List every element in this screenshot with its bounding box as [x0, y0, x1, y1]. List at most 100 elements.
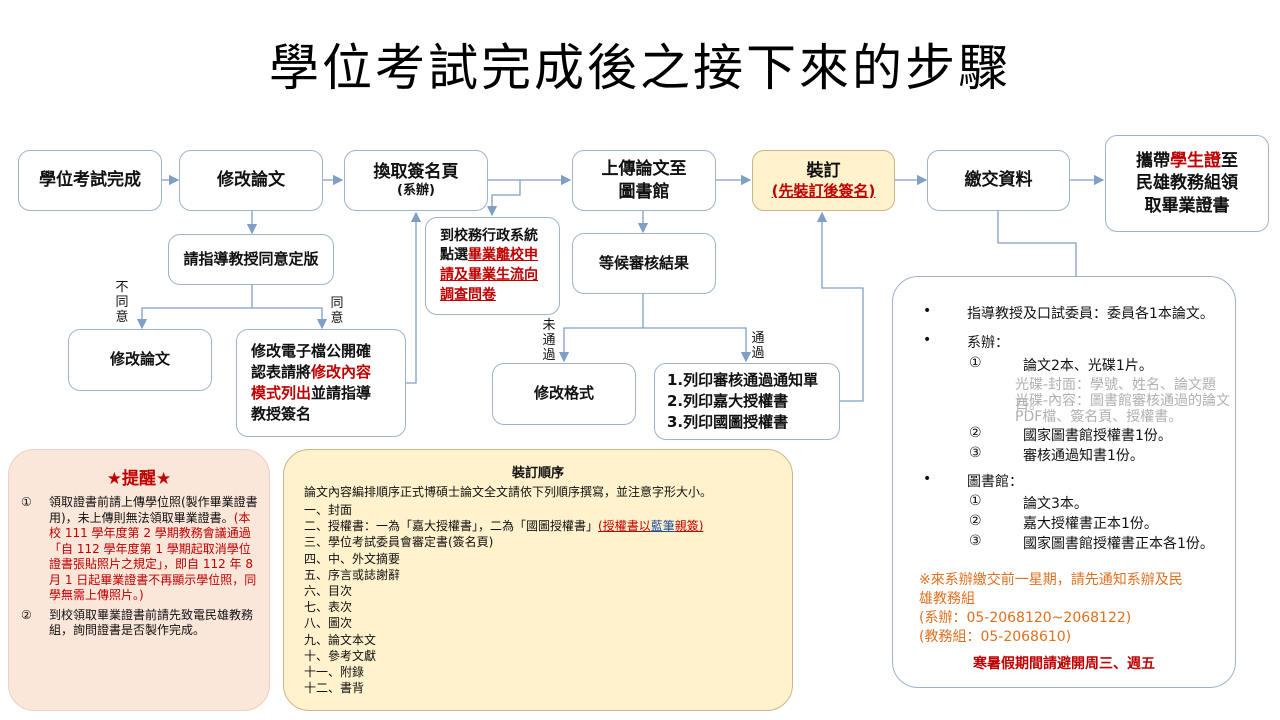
edit-form-line2-a: 認表請將	[251, 363, 312, 381]
step-upload-library: 上傳論文至 圖書館	[572, 150, 716, 211]
step-revise-thesis-again: 修改論文	[68, 329, 212, 391]
binding-item: 六、目次	[304, 584, 353, 599]
label-disagree: 不同意	[115, 280, 129, 325]
admin-line2-b: 畢業離校申	[468, 247, 538, 264]
edit-form-line4: 教授簽名	[251, 405, 312, 423]
step-revise-thesis-label: 修改論文	[217, 170, 285, 191]
reminder-item: ① 領取證書前請上傳學位照(製作畢業證書用)，未上傳則無法領取畢業證書。(本校 …	[21, 495, 259, 604]
binding-item: 五、序言或誌謝辭	[304, 567, 401, 582]
notice-academic-phone: (教務組：05-2068610)	[919, 629, 1072, 645]
binding-item-2-note-end: 親簽)	[674, 519, 704, 534]
step-binding: 裝訂 (先裝訂後簽名)	[752, 150, 895, 211]
step-binding-note: (先裝訂後簽名)	[771, 181, 876, 200]
step-exam-complete: 學位考試完成	[18, 150, 162, 211]
edit-form-line3-b: 並請指導	[311, 384, 372, 402]
library-item-1-number: ①	[969, 493, 982, 509]
admin-line2-a: 點選	[440, 247, 468, 264]
step-swap-signature-page: 換取簽名頁 (系辦)	[344, 150, 488, 211]
bullet-icon: •	[923, 303, 932, 319]
summer-notice: 寒暑假期間請避開周三、週五	[973, 656, 1155, 672]
admin-line1: 到校務行政系統	[440, 227, 538, 244]
submission-panel: • 指導教授及口試委員：委員各1本論文。 • 系辦： ① 論文2本、光碟1片。 …	[892, 276, 1236, 688]
office-item-2: 國家圖書館授權書1份。	[1023, 428, 1172, 444]
reminder-panel: ★提醒★ ① 領取證書前請上傳學位照(製作畢業證書用)，未上傳則無法領取畢業證書…	[8, 449, 270, 711]
admin-line4: 調查問卷	[440, 286, 496, 303]
step-revise-again-label: 修改論文	[109, 350, 170, 369]
step-fix-format-label: 修改格式	[533, 384, 594, 403]
reminder-item-1-main: 領取證書前請上傳學位照(製作畢業證書用)，未上傳則無法領取畢業證書。	[49, 495, 258, 525]
binding-item-2-note: (授權書以	[598, 519, 651, 534]
binding-order-intro: 論文內容編排順序正式博碩士論文全文請依下列順序撰寫，並注意字形大小。	[304, 485, 713, 499]
label-not-passed: 未通過	[542, 318, 556, 363]
binding-order-list: 一、封面 二、授權書：一為「嘉大授權書」，二為「國圖授權書」(授權書以藍筆親簽)…	[304, 502, 792, 696]
submission-advisor: 指導教授及口試委員：委員各1本論文。	[967, 306, 1214, 322]
edit-form-line2-b: 修改內容	[311, 363, 372, 381]
step-upload-line2: 圖書館	[618, 181, 670, 202]
step-binding-label: 裝訂	[806, 160, 841, 181]
collect-line1-c: 至	[1221, 151, 1238, 172]
edit-form-line3-a: 模式列出	[251, 384, 312, 402]
office-item-3: 審核通過知書1份。	[1023, 448, 1144, 464]
binding-item: 四、中、外文摘要	[304, 551, 401, 566]
step-exam-complete-label: 學位考試完成	[39, 170, 141, 191]
step-print-documents: 1.列印審核通過通知單 2.列印嘉大授權書 3.列印國圖授權書	[654, 363, 840, 440]
step-submit-documents: 繳交資料	[927, 150, 1070, 211]
library-item-2-number: ②	[969, 513, 982, 529]
bullet-icon: •	[923, 332, 932, 348]
step-edit-e-thesis-form: 修改電子檔公開確 認表請將修改內容 模式列出並請指導 教授簽名	[236, 329, 406, 437]
office-item-1: 論文2本、光碟1片。	[1023, 358, 1153, 374]
notice-office-phone: (系辦：05-2068120~2068122)	[919, 610, 1132, 626]
reminder-item-2-text: 到校領取畢業證書前請先致電民雄教務組，詢問證書是否製作完成。	[49, 607, 254, 638]
reminder-item-1-text: 領取證書前請上傳學位照(製作畢業證書用)，未上傳則無法領取畢業證書。(本校 11…	[49, 495, 259, 604]
binding-item: 三、學位考試委員會審定書(簽名頁)	[304, 535, 494, 550]
step-admin-system-survey: 到校務行政系統 點選畢業離校申 請及畢業生流向 調查問卷	[425, 217, 560, 315]
reminder-list: ① 領取證書前請上傳學位照(製作畢業證書用)，未上傳則無法領取畢業證書。(本校 …	[9, 495, 269, 639]
reminder-item-2-number: ②	[21, 607, 32, 622]
label-agree: 同意	[330, 296, 344, 326]
blue-pen-text: 藍筆	[650, 519, 675, 534]
submission-office-heading: 系辦：	[967, 335, 1009, 351]
student-id-card-text: 學生證	[1170, 151, 1221, 172]
step-swap-signature-sub: (系辦)	[397, 183, 435, 199]
office-item-3-number: ③	[969, 445, 982, 461]
reminder-item-1-red: (本校 111 學年度第 2 學期教務會議通過「自 112 學年度第 1 學期起…	[49, 510, 257, 603]
library-item-3: 國家圖書館授權書正本各1份。	[1023, 536, 1214, 552]
step-collect-diploma: 攜帶學生證至 民雄教務組領 取畢業證書	[1105, 135, 1269, 232]
binding-order-panel: 裝訂順序 論文內容編排順序正式博碩士論文全文請依下列順序撰寫，並注意字形大小。 …	[283, 449, 793, 711]
page-title: 學位考試完成後之接下來的步驟	[269, 39, 1011, 97]
print-item-3: 3.列印國圖授權書	[667, 413, 789, 431]
disc-note-1: 光碟-封面：學號、姓名、論文題目。	[1015, 377, 1217, 413]
notice-line-1: ※來系辦繳交前一星期，請先通知系辦及民	[919, 572, 1183, 588]
step-revise-thesis: 修改論文	[179, 150, 323, 211]
binding-item: 十二、書背	[304, 681, 365, 696]
collect-line1-a: 攜帶	[1136, 151, 1170, 172]
binding-item: 八、圖次	[304, 616, 353, 631]
binding-item: 十、參考文獻	[304, 648, 377, 663]
submission-library-heading: 圖書館：	[967, 474, 1023, 490]
print-item-1: 1.列印審核通過通知單	[667, 371, 819, 389]
reminder-item-1-number: ①	[21, 495, 32, 509]
edit-form-line1: 修改電子檔公開確	[251, 342, 372, 360]
step-advisor-label: 請指導教授同意定版	[183, 249, 319, 268]
step-collect-line3: 取畢業證書	[1144, 195, 1230, 216]
reminder-heading: ★提醒★	[106, 469, 172, 489]
office-item-2-number: ②	[969, 425, 982, 441]
library-item-1: 論文3本。	[1023, 496, 1088, 512]
step-collect-line2: 民雄教務組領	[1136, 173, 1238, 194]
binding-item: 一、封面	[304, 503, 353, 517]
print-item-2: 2.列印嘉大授權書	[667, 392, 789, 410]
binding-item-2-text: 二、授權書：一為「嘉大授權書」，二為「國圖授權書」	[304, 519, 599, 534]
bullet-icon: •	[923, 471, 932, 487]
reminder-item: ② 到校領取畢業證書前請先致電民雄教務組，詢問證書是否製作完成。	[21, 608, 259, 639]
notice-line-2: 雄教務組	[919, 591, 975, 607]
binding-item: 二、授權書：一為「嘉大授權書」，二為「國圖授權書」(授權書以藍筆親簽)	[304, 518, 792, 534]
disc-note-2: 光碟-內容：圖書館審核通過的論文	[1015, 393, 1231, 409]
step-wait-review: 等候審核結果	[572, 233, 716, 294]
admin-line3: 請及畢業生流向	[440, 267, 538, 283]
step-advisor-approval: 請指導教授同意定版	[168, 234, 334, 285]
office-item-1-number: ①	[969, 355, 982, 371]
step-fix-format: 修改格式	[492, 363, 636, 425]
edit-form-line3: 模式列出並請指導	[251, 383, 371, 404]
label-passed: 通過	[751, 331, 765, 361]
